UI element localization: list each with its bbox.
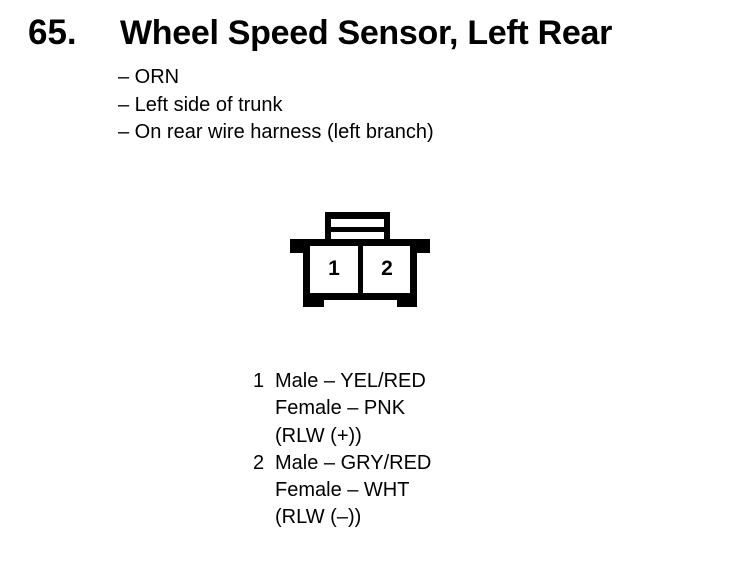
pin-line-circuit: (RLW (–)) (275, 506, 362, 529)
pin-line-male: Male – YEL/RED (275, 370, 426, 392)
connector-diagram-svg: 1 2 (290, 212, 430, 307)
pin-lines: Male – YEL/RED Female – PNK (RLW (+)) (275, 368, 426, 450)
pinout-entry: 1 Male – YEL/RED Female – PNK (RLW (+)) (253, 368, 431, 450)
pinout-entry: 2 Male – GRY/RED Female – WHT (RLW (–)) (253, 450, 431, 532)
lock-tab-slot-lower (331, 232, 384, 239)
title-row: 65. Wheel Speed Sensor, Left Rear (0, 13, 752, 53)
pin-number: 2 (253, 451, 265, 474)
item-number: 65. (28, 13, 77, 52)
lock-tab-slot-upper (331, 219, 384, 227)
cavity-2-label: 2 (381, 257, 393, 280)
cavity-1 (310, 246, 358, 293)
pinout-list: 1 Male – YEL/RED Female – PNK (RLW (+)) … (253, 368, 431, 532)
connector-diagram: 1 2 (287, 212, 433, 307)
detail-item-location: – Left side of trunk (118, 93, 283, 116)
pin-line-female: Female – WHT (275, 479, 410, 502)
page-title: Wheel Speed Sensor, Left Rear (120, 14, 613, 52)
detail-item-color: – ORN (118, 66, 180, 88)
cavity-1-label: 1 (328, 257, 340, 280)
detail-item-harness: – On rear wire harness (left branch) (118, 121, 434, 143)
pin-line-male: Male – GRY/RED (275, 451, 432, 474)
pin-lines: Male – GRY/RED Female – WHT (RLW (–)) (275, 450, 431, 532)
pin-number: 1 (253, 370, 265, 392)
cavity-2 (363, 246, 410, 293)
pin-line-female: Female – PNK (275, 397, 406, 420)
detail-list: – ORN – Left side of trunk – On rear wir… (118, 64, 434, 147)
pin-line-circuit: (RLW (+)) (275, 424, 362, 447)
